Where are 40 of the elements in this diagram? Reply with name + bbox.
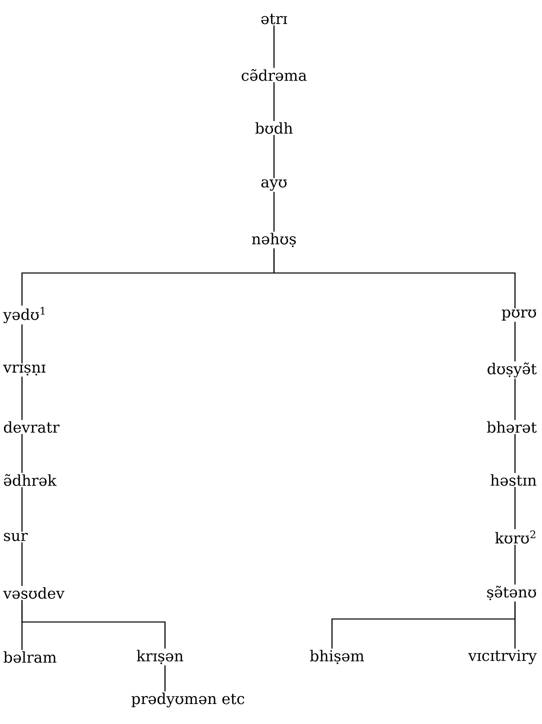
name-label: ə̃dhrək xyxy=(4,474,57,486)
name-label: həstɪn xyxy=(490,474,536,486)
name-label: vrɪṣṇɪ xyxy=(3,364,46,376)
name-label: ayʊ xyxy=(261,179,287,191)
tree-line xyxy=(21,434,23,473)
tree-line xyxy=(164,665,166,692)
name-label: ətrɪ xyxy=(261,14,288,24)
name-label: vəsʊdev xyxy=(3,587,64,599)
tree-line xyxy=(514,601,516,649)
name-label: sur xyxy=(4,532,28,542)
name-label: bʊdh xyxy=(255,122,293,134)
tree-line xyxy=(21,324,23,364)
tree-line xyxy=(273,135,275,178)
tree-line xyxy=(514,544,516,585)
name-label: cə̃drəma xyxy=(242,69,307,81)
tree-line xyxy=(273,248,516,308)
tree-line xyxy=(21,600,166,649)
name-label: bhiṣəm xyxy=(310,650,364,664)
tree-line xyxy=(514,434,516,473)
tree-line xyxy=(514,378,516,420)
name-label: ṣə̃tənʊ xyxy=(487,586,536,600)
name-label: nəhʊṣ xyxy=(252,232,296,248)
name-label: kʊrʊ$^{2}$ xyxy=(495,530,536,544)
name-label: bhərət xyxy=(487,421,537,433)
tree-line xyxy=(273,192,275,232)
name-label: devratr xyxy=(4,421,60,433)
name-label: pʊrʊ xyxy=(502,309,536,321)
tree-line xyxy=(273,25,275,68)
name-label: krɪṣən xyxy=(136,650,184,664)
name-label: bəlram xyxy=(4,651,56,663)
tree-line xyxy=(21,376,23,420)
name-label: dʊṣyə̃t xyxy=(488,362,537,378)
name-label: prədyʊmən etc xyxy=(132,692,244,708)
tree-line xyxy=(514,322,516,362)
tree-line xyxy=(21,542,23,586)
tree-line xyxy=(21,487,23,532)
name-label: yədʊ$^{1}$ xyxy=(3,306,45,324)
name-label: vɪcɪtrviry xyxy=(468,650,537,664)
tree-line xyxy=(514,487,516,530)
tree-line xyxy=(273,82,275,121)
